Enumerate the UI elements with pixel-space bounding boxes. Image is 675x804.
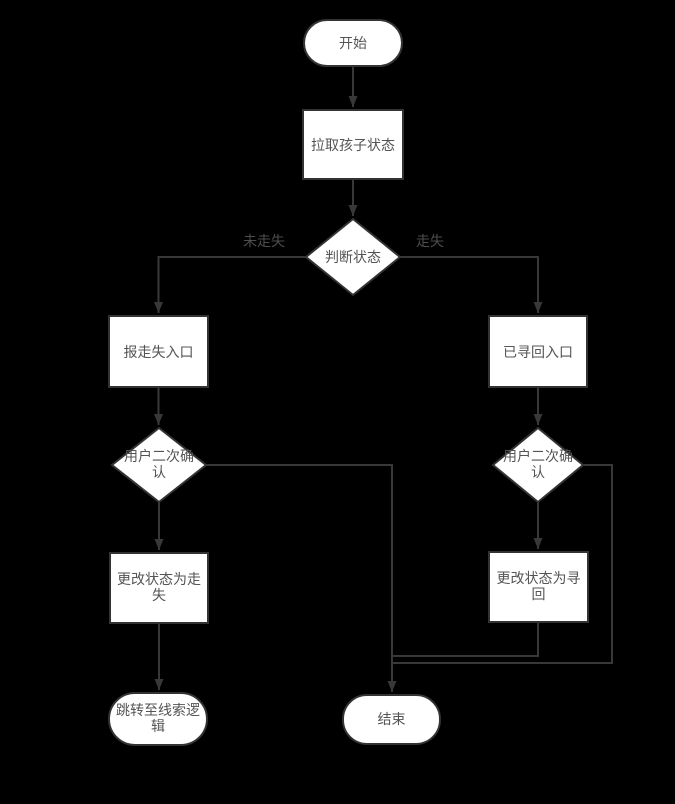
terminator-shape xyxy=(303,19,403,67)
process-shape xyxy=(109,552,209,624)
node-label: 认 xyxy=(531,464,545,480)
node-label: 辑 xyxy=(151,718,165,734)
terminator-shape xyxy=(342,694,441,745)
node-label: 跳转至线索逻 xyxy=(116,702,200,718)
node-label: 回 xyxy=(532,586,546,602)
node-judge-status: 判断状态 xyxy=(304,217,402,297)
process-shape xyxy=(302,109,404,180)
edge-confirm-right-to-end xyxy=(392,464,613,664)
node-label: 已寻回入口 xyxy=(503,344,573,360)
node-jump-to-clue-logic: 跳转至线索逻 辑 xyxy=(108,692,208,746)
node-set-status-found: 更改状态为寻 回 xyxy=(488,551,589,623)
node-start: 开始 xyxy=(303,19,403,67)
node-pull-child-status: 拉取孩子状态 xyxy=(302,109,404,180)
node-label: 认 xyxy=(152,464,166,480)
edge-set-found-to-end xyxy=(392,623,539,657)
process-shape xyxy=(108,315,209,388)
edge-confirm-left-to-end xyxy=(206,464,397,692)
node-label: 报走失入口 xyxy=(124,344,194,360)
edge-judge-to-found xyxy=(400,256,543,313)
decision-shape xyxy=(491,426,585,504)
node-label: 开始 xyxy=(339,35,367,51)
node-label: 用户二次确 xyxy=(124,448,194,464)
process-shape xyxy=(488,315,588,388)
decision-shape xyxy=(110,426,208,504)
node-label: 结束 xyxy=(378,711,406,727)
node-report-lost-entry: 报走失入口 xyxy=(108,315,209,388)
node-label: 失 xyxy=(152,587,166,603)
process-shape xyxy=(488,551,589,623)
decision-shape xyxy=(304,217,402,297)
edge-label-not-lost: 未走失 xyxy=(243,233,285,249)
node-label: 更改状态为走 xyxy=(117,571,201,587)
node-confirm-left: 用户二次确 认 xyxy=(110,426,208,504)
node-confirm-right: 用户二次确 认 xyxy=(491,426,585,504)
terminator-shape xyxy=(108,692,208,746)
edge-label-lost: 走失 xyxy=(416,233,444,249)
node-end: 结束 xyxy=(342,694,441,745)
node-label: 拉取孩子状态 xyxy=(311,137,395,153)
edge-judge-to-report-lost xyxy=(154,256,306,313)
node-label: 判断状态 xyxy=(325,249,381,265)
node-label: 更改状态为寻 xyxy=(497,570,581,586)
node-label: 用户二次确 xyxy=(503,448,573,464)
node-found-entry: 已寻回入口 xyxy=(488,315,588,388)
edges xyxy=(154,67,613,692)
node-set-status-lost: 更改状态为走 失 xyxy=(109,552,209,624)
